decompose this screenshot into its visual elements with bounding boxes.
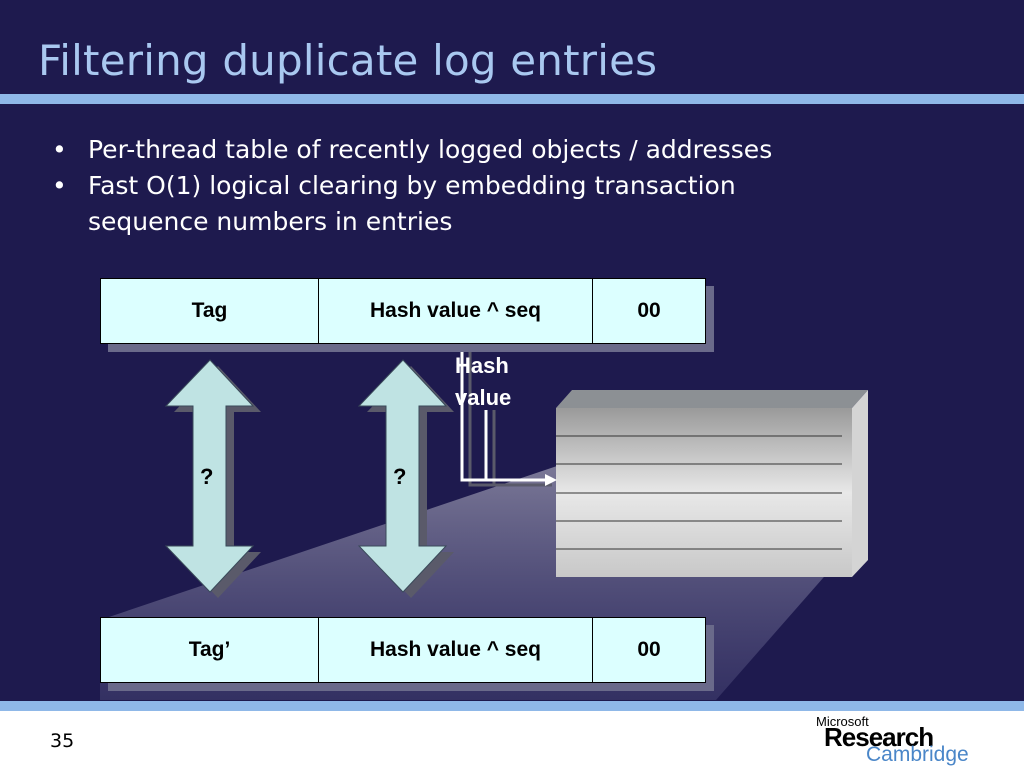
microsoft-research-cambridge-logo: Microsoft Research Cambridge — [816, 714, 986, 766]
low-bits-cell: 00 — [593, 617, 706, 683]
logo-research-text: Research — [824, 722, 934, 752]
table-top-face — [556, 390, 868, 408]
hash-label-line: value — [455, 385, 512, 410]
log-entry-top: Tag Hash value ^ seq 00 — [100, 278, 706, 344]
table-row-lines — [556, 435, 842, 550]
compare-arrow-left — [164, 359, 261, 598]
hash-pointer-arrow — [460, 344, 557, 487]
hash-label-line: Hash — [455, 353, 509, 378]
tag-cell: Tag — [100, 278, 319, 344]
page-number: 35 — [50, 730, 75, 752]
table-side-face — [852, 390, 868, 577]
bullet-item: • Fast O(1) logical clearing by embeddin… — [52, 168, 952, 240]
tag-cell: Tag’ — [100, 617, 319, 683]
bullet-text: Fast O(1) logical clearing by embedding … — [88, 171, 736, 200]
hash-table-stack — [556, 390, 868, 577]
log-entry-bottom: Tag’ Hash value ^ seq 00 — [100, 617, 706, 683]
bullet-dot: • — [52, 171, 67, 200]
footer-rule — [0, 701, 1024, 711]
bullet-list: • Per-thread table of recently logged ob… — [52, 132, 952, 240]
hash-seq-cell: Hash value ^ seq — [319, 617, 593, 683]
slide-title: Filtering duplicate log entries — [38, 36, 658, 85]
bullet-text: sequence numbers in entries — [88, 207, 453, 236]
bullet-text: Per-thread table of recently logged obje… — [88, 135, 773, 164]
logo-cambridge-text: Cambridge — [866, 743, 969, 766]
bullet-item: • Per-thread table of recently logged ob… — [52, 132, 952, 168]
compare-question-right: ? — [393, 464, 407, 489]
title-rule — [0, 94, 1024, 104]
low-bits-cell: 00 — [593, 278, 706, 344]
compare-question-left: ? — [200, 464, 214, 489]
logo-microsoft-text: Microsoft — [816, 714, 869, 729]
bullet-dot: • — [52, 135, 67, 164]
hash-seq-cell: Hash value ^ seq — [319, 278, 593, 344]
compare-arrow-right — [357, 359, 454, 598]
hash-value-label: Hash value — [455, 350, 511, 414]
footer-background — [0, 710, 1024, 768]
